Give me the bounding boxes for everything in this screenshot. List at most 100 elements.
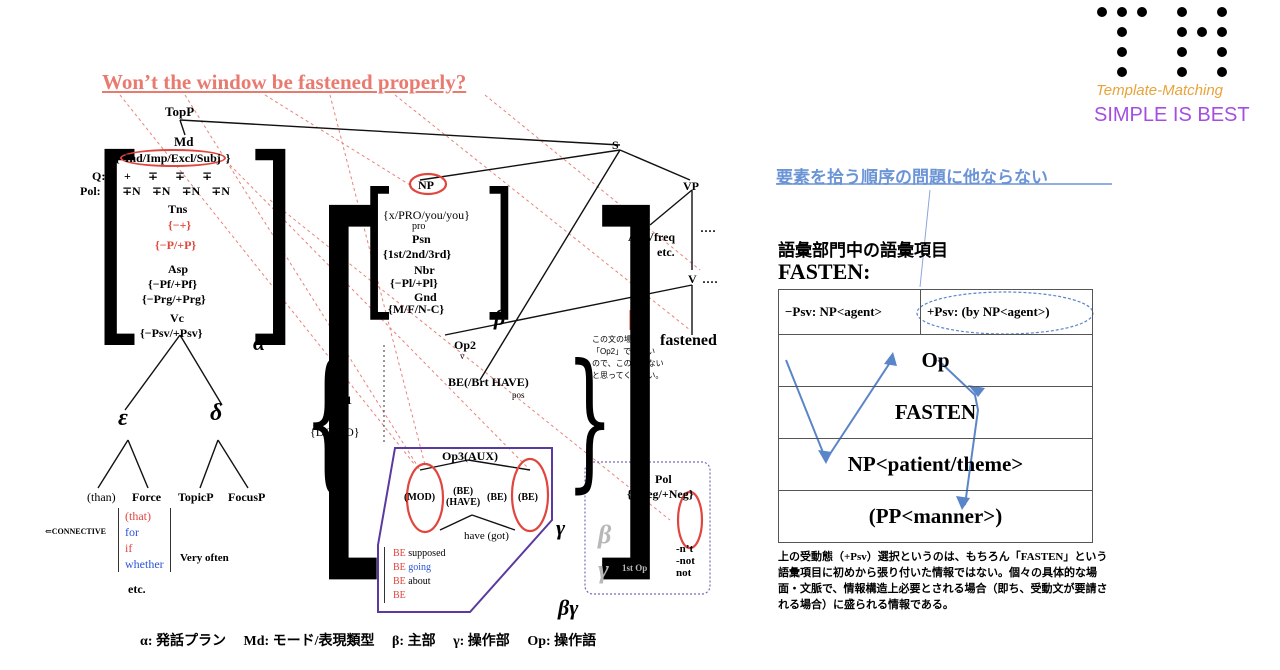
beta-gamma-label: βγ [558,595,579,620]
node-topp: TopP [165,104,195,119]
outer-bracket-right: ] [585,135,668,624]
table-row-op: Op [779,334,1092,386]
op2-note-line-4: と思ってください。 [592,371,664,380]
delta-label: δ [210,400,223,426]
v-dots: ···· [702,275,719,289]
md-options: {Ind/Imp/Excl/Subj} [115,149,231,167]
comp-that: (that) [125,509,151,523]
connective-label: ⇐CONNECTIVE [45,527,106,536]
be-supposed-text: supposed [408,548,446,559]
table-row-psv: −Psv: NP<agent> +Psv: (by NP<agent>) [779,290,1092,334]
q-label: Q: [92,169,106,183]
op3-be-have: (BE)(HAVE) [446,486,480,508]
gamma-label: γ [556,515,566,540]
lexeme-label: FASTEN: [778,259,871,284]
op2-note-line-2: 「Op2」ではない [592,347,656,356]
legend: α: 発話プラン Md: モード/表現類型 β: 主部 γ: 操作部 Op: 操… [140,630,610,650]
be-supposed: BE supposed [393,548,446,559]
legend-gamma: γ: 操作部 [453,634,510,649]
legend-alpha: α: 発話プラン [140,634,226,649]
row1-right: +Psv: (by NP<agent>) [927,304,1050,319]
np-values-text: x/PRO/you/you [388,208,465,222]
node-force: Force [132,490,162,504]
q-values: + ∓ ∓ ∓ [124,169,213,183]
alpha-bracket-left: [ [93,112,145,368]
asp-values: {−Pf/+Pf} [148,277,198,291]
legend-beta: β: 主部 [392,634,436,649]
vc-values: {−Psv/+Psv} [140,326,203,340]
faded-gamma: γ [598,555,609,584]
epsilon-label: ε [118,405,128,431]
table-row-pp: (PP<manner>) [779,490,1092,542]
be-about: BE about [393,576,431,587]
beta-label: β [494,305,506,330]
op2-note-line-3: ので、この線はない [592,359,664,368]
op3-be-2: (BE) [487,492,507,503]
pol-neg: {−Neg/+Neg} [627,487,694,501]
be-pos: pos [512,390,525,400]
table-row-np: NP<patient/theme> [779,438,1092,490]
gnd-values-text: M/F/N-C [392,302,440,316]
op3-be-top: (BE) [453,486,474,497]
op2-brace-right: } [565,333,614,507]
psn-values-text: 1st/2nd/3rd [387,247,447,261]
nbr-values: {−Pl/+Pl} [390,276,438,290]
beta-bracket-right: ] [483,162,516,336]
legend-md: Md: モード/表現類型 [243,634,375,649]
node-topicp: TopicP [178,490,214,504]
node-adv: ADVfreq [628,230,676,244]
node-vp: VP [683,179,699,193]
node-asp: Asp [168,262,189,276]
node-be: BE(/Brt HAVE) [448,375,529,389]
op3-be-3: (BE) [518,492,538,503]
comp-whether: whether [125,557,164,571]
right-heading: 要素を拾う順序の問題に他ならない [776,168,1048,187]
comp-for: for [125,525,139,539]
comp-list: (that) for if whether [118,508,171,572]
np-values: {x/PRO/you/you} [383,208,470,222]
table-row-fasten: FASTEN [779,386,1092,438]
adv-dots: ···· [700,224,717,238]
nbr-values-text: −Pl/+Pl [394,276,434,290]
adv-etc: etc. [657,245,675,259]
beta-bracket-left: [ [363,162,396,336]
tns-values-2: {−P/+P} [155,238,197,252]
logo-caption-top: Template-Matching [1096,82,1224,99]
alpha-label: α [253,330,266,355]
example-sentence: Won’t the window be fastened properly? [102,70,467,94]
neg-not-1: -not [676,555,695,567]
be-list: BE supposed BE going BE about BE [384,547,446,603]
tns-values: {−+} [168,218,192,232]
node-op3: Op3(AUX) [442,449,498,463]
logo-caption-bottom: SIMPLE IS BEST [1094,104,1250,126]
op2-note: この文の場合 「Op2」ではない ので、この線はない と思ってください。 [592,334,664,382]
node-gnd: Gnd [414,290,437,304]
be-going: BE going [393,562,432,573]
alpha-bracket-right: ] [245,112,297,368]
node-focusp: FocusP [228,490,266,504]
node-pol: Pol [655,472,672,486]
op1-brace-left: { [303,333,352,507]
op1-values: {DO/DO} [310,425,360,439]
be-going-text: going [408,562,432,573]
node-than: (than) [87,490,116,504]
faded-beta: β [598,520,612,549]
node-psn: Psn [412,232,431,246]
node-s: S [612,138,619,152]
node-tns: Tns [168,202,188,216]
logo-dots [1097,7,1227,77]
neg-not-2: not [676,567,692,579]
node-md: Md [174,134,194,149]
neg-nt: -n’t [676,543,694,555]
very-often-label: Very often [180,552,229,564]
node-op2: Op2 [454,338,477,352]
psn-values: {1st/2nd/3rd} [383,247,452,261]
op2-note-line-1: この文の場合 [592,335,640,344]
op3-mod: (MOD) [404,492,436,503]
node-op1: Op1 [330,393,353,407]
pol-values: ∓N ∓N ∓N ∓N [122,184,230,198]
np-pro: pro [412,221,426,232]
node-v: V [688,272,697,286]
be-about-text: about [408,576,431,587]
